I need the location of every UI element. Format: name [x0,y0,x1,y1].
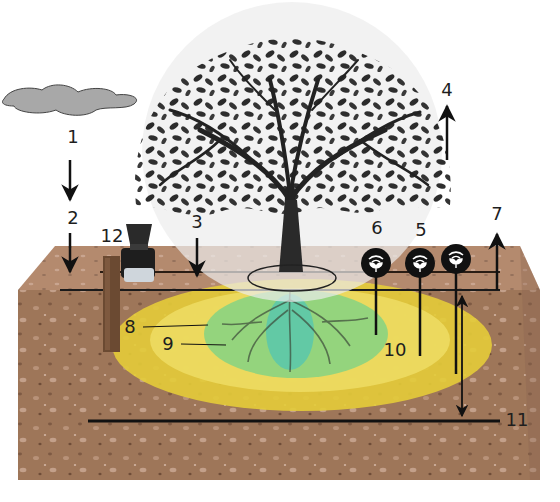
callout-number: 10 [384,340,407,360]
callout-number: 6 [371,218,382,238]
leader-line [181,344,226,345]
wet-zone-middle [150,288,450,392]
callout-number: 11 [506,410,529,430]
callout-number: 3 [191,212,202,232]
soil-sensors [361,244,471,374]
evaporation-arrow [496,234,499,290]
callout-wrapper: 10 [384,340,407,360]
callout-wrapper: 12 [101,226,124,246]
callout-wrapper: 5 [415,220,426,240]
leader-line [143,325,208,327]
callout-number: 9 [162,334,173,354]
callout-wrapper: 3 [191,212,202,232]
callout-number: 4 [441,80,452,100]
transpiration-arrow [446,106,449,160]
precipitation-arrow [69,233,72,272]
tree-basin [248,265,336,291]
callout-wrapper: 9 [162,334,173,354]
soil-side [520,246,540,480]
irrigation-arrow [196,238,199,276]
callout-wrapper: 7 [491,204,502,224]
root-zone [204,290,388,378]
callout-wrapper: 1 [67,127,78,147]
callout-wrapper: 6 [371,218,382,238]
callout-number: 8 [124,317,135,337]
tree-trunk [279,200,303,272]
callout-number: 1 [67,127,78,147]
tree-canopy [135,38,451,215]
callout-number: 12 [101,226,124,246]
callout-number: 7 [491,204,502,224]
callout-number: 5 [415,220,426,240]
callout-wrapper: 4 [441,80,452,100]
callout-wrapper: 11 [506,410,529,430]
callout-wrapper: 8 [124,317,135,337]
roots [222,292,368,372]
callout-number: 2 [67,208,78,228]
groundwater-line [88,420,500,423]
cloud [2,85,136,115]
callout-wrapper: 2 [67,208,78,228]
rain-arrow [69,160,72,200]
depth-arrow [461,296,463,416]
